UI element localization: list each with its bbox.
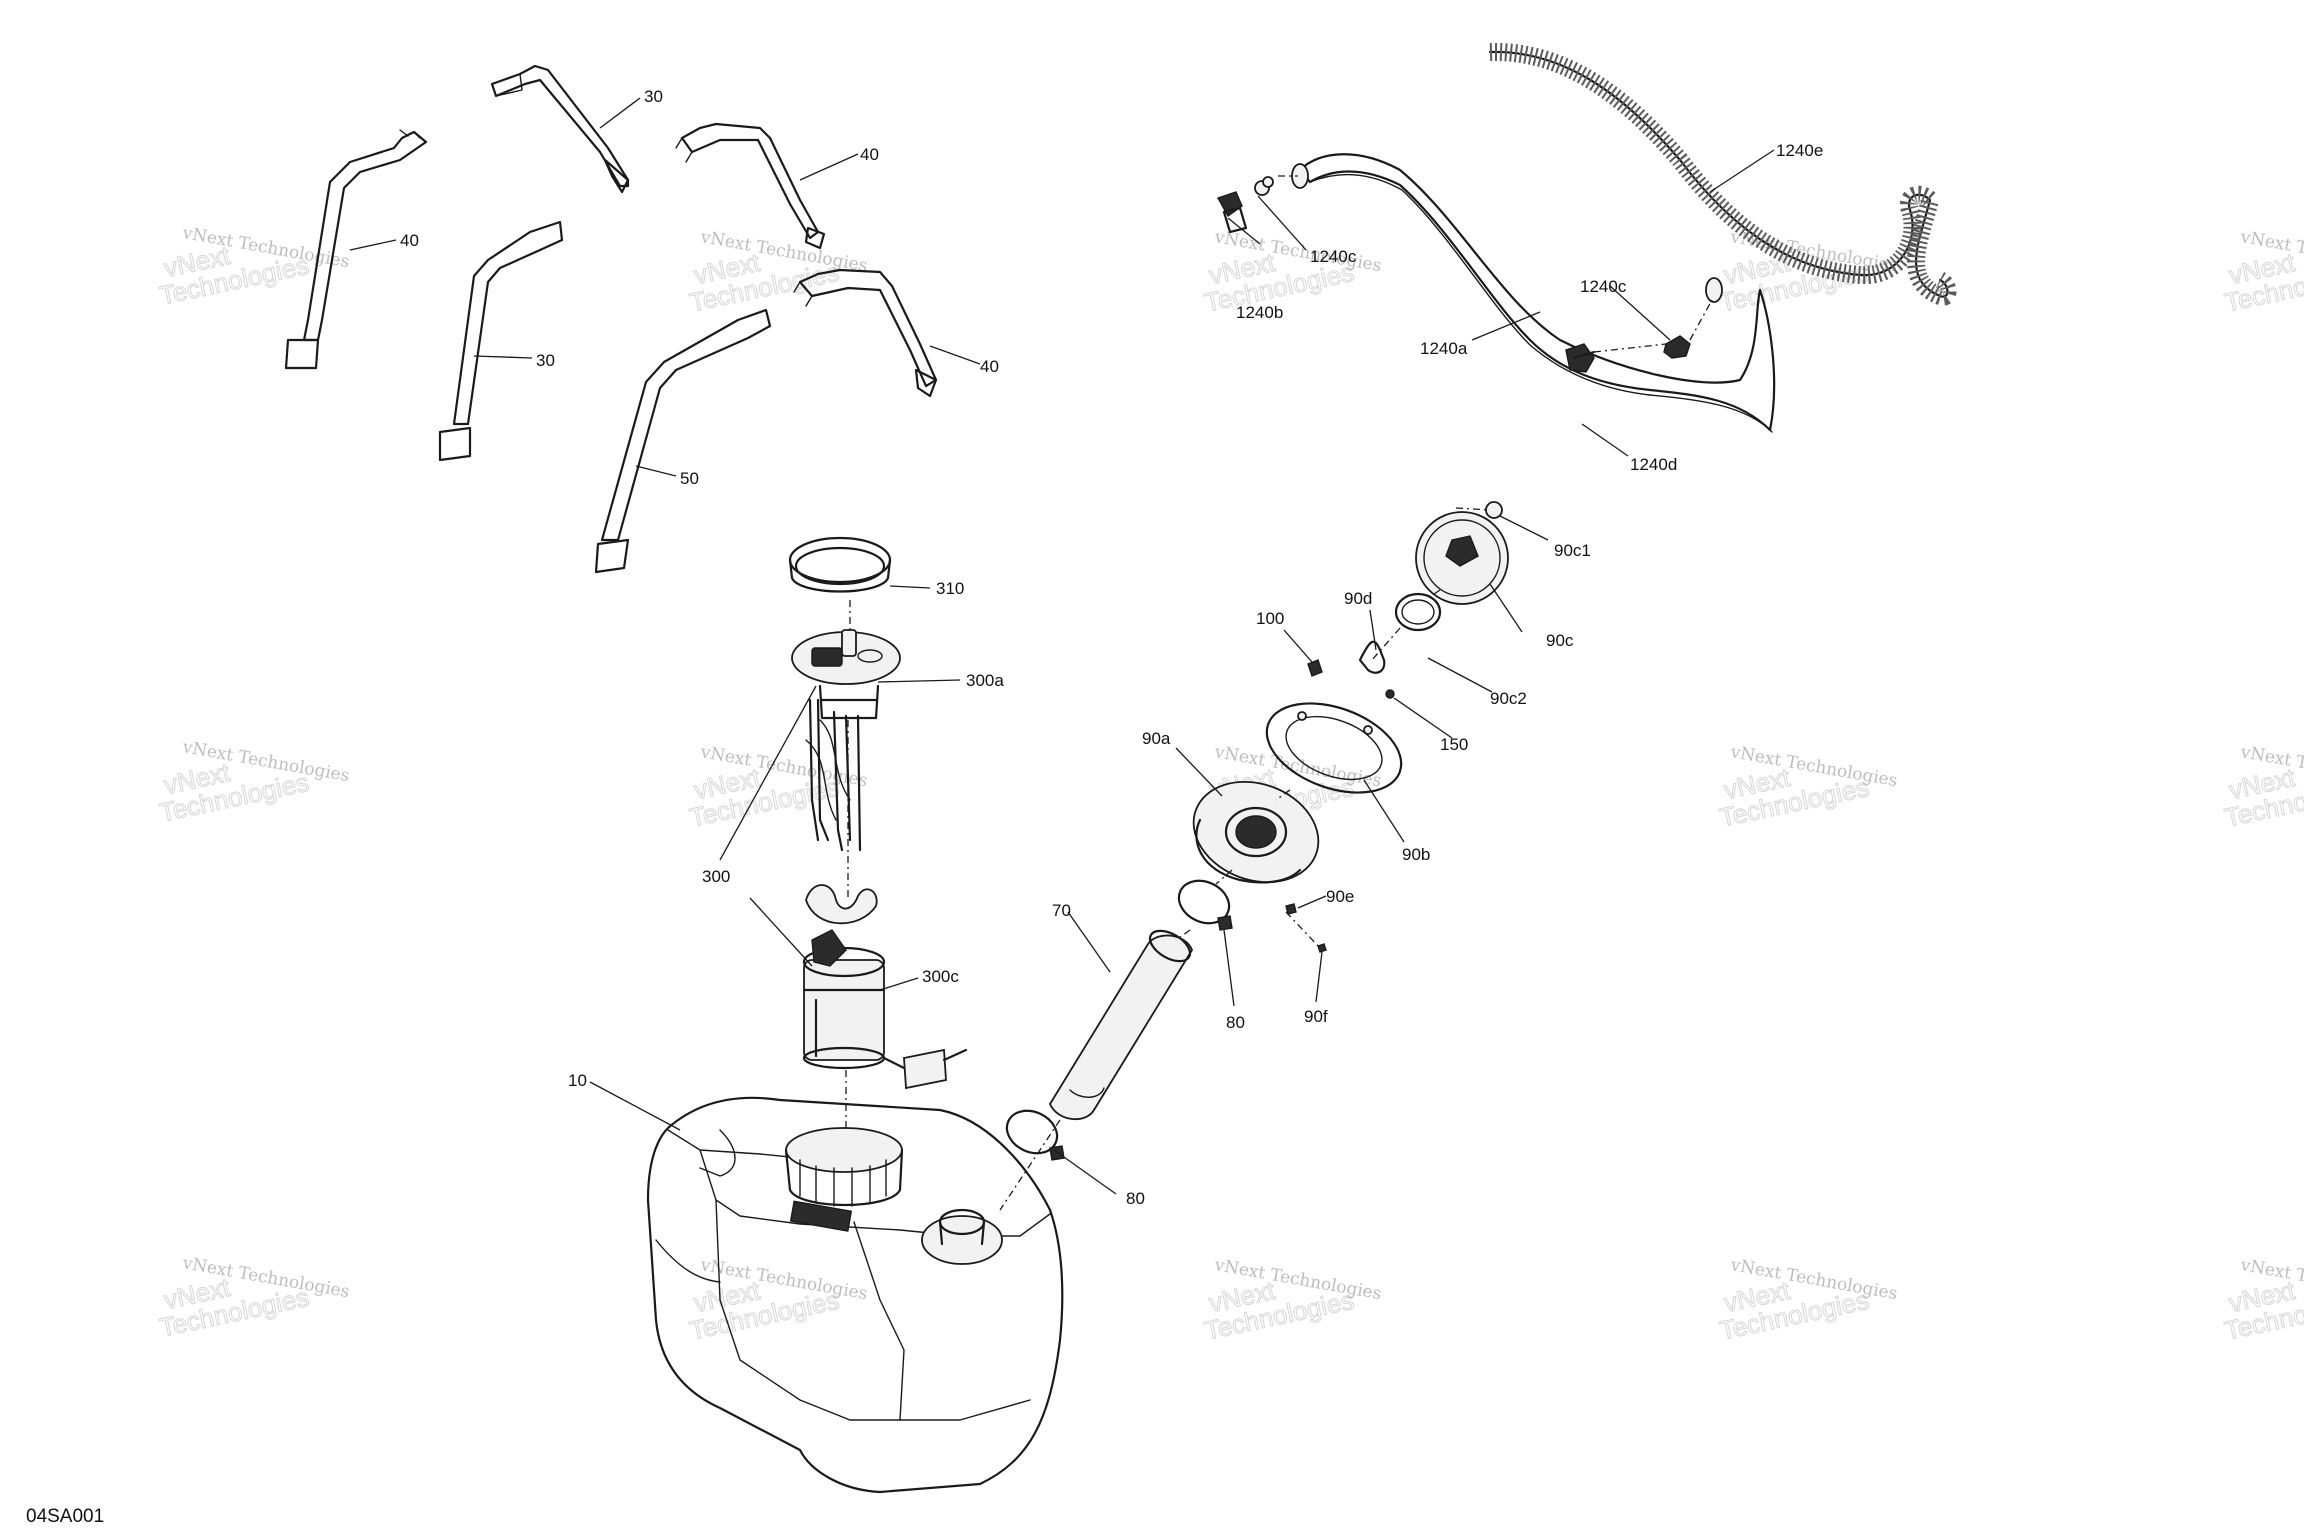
tether-90d [1358, 640, 1386, 674]
callout-30: 30 [536, 351, 555, 370]
hose-end [1291, 163, 1309, 189]
callout-90f: 90f [1304, 1007, 1328, 1026]
fuel-pump-300c [802, 929, 968, 1090]
callout-70: 70 [1052, 901, 1071, 920]
callout-1240d: 1240d [1630, 455, 1677, 474]
callout-150: 150 [1440, 735, 1468, 754]
fitting-1240c [1663, 335, 1691, 359]
callout-1240c: 1240c [1310, 247, 1357, 266]
gasket-90c2 [1394, 592, 1442, 632]
fuel-pump-wires [805, 698, 862, 852]
callout-300a: 300a [966, 671, 1004, 690]
fuel-pump-seal [805, 884, 878, 925]
callout-300: 300 [702, 867, 730, 886]
screws-90e-90f [1285, 903, 1327, 953]
callout-30: 30 [644, 87, 663, 106]
tank-filler-port [921, 1215, 1003, 1265]
clamp-80-upper [1177, 879, 1233, 931]
callout-40: 40 [400, 231, 419, 250]
callout-90c: 90c [1546, 631, 1574, 650]
strap-40-left [284, 129, 428, 370]
strap-30-mid [438, 220, 564, 462]
leader-lines [349, 97, 1775, 1195]
tank-pump-collar [785, 1127, 903, 1173]
vent-hose-1240a [1291, 153, 1776, 433]
assembly-axes [845, 175, 1713, 1211]
callout-40: 40 [980, 357, 999, 376]
callout-300c: 300c [922, 967, 959, 986]
callout-labels: 30 40 40 40 30 50 1240e 1240c 1240b 1240… [400, 87, 1823, 1208]
callout-90e: 90e [1326, 887, 1354, 906]
callout-80: 80 [1126, 1189, 1145, 1208]
tank-label [789, 1200, 853, 1232]
filler-neck-90a [1192, 780, 1320, 884]
callout-90c1: 90c1 [1554, 541, 1591, 560]
strap-40-right [793, 268, 938, 398]
strap-50 [594, 308, 772, 574]
diagram-code: 04SA001 [26, 1506, 104, 1527]
filler-hose-70 [1048, 929, 1193, 1120]
fitting-1240b [1216, 176, 1274, 234]
callout-90b: 90b [1402, 845, 1430, 864]
callout-100: 100 [1256, 609, 1284, 628]
strap-40-mid [675, 122, 826, 250]
callout-1240e: 1240e [1776, 141, 1823, 160]
callout-310: 310 [936, 579, 964, 598]
fuel-pump-flange-300a [791, 629, 901, 720]
hose-end [1705, 277, 1723, 303]
lock-ring-310 [788, 536, 892, 593]
strap-30-top [490, 64, 630, 194]
fitting-1240d [1565, 343, 1596, 373]
callout-1240a: 1240a [1420, 339, 1468, 358]
callout-90d: 90d [1344, 589, 1372, 608]
callout-80: 80 [1226, 1013, 1245, 1032]
callout-1240b: 1240b [1236, 303, 1283, 322]
bezel-90b [1265, 702, 1403, 794]
callout-90a: 90a [1142, 729, 1171, 748]
screw-100 [1307, 659, 1323, 677]
screw-150 [1385, 689, 1395, 699]
callout-40: 40 [860, 145, 879, 164]
callout-50: 50 [680, 469, 699, 488]
callout-1240c: 1240c [1580, 277, 1627, 296]
cap-90c [1415, 501, 1509, 605]
callout-90c2: 90c2 [1490, 689, 1527, 708]
fuel-tank-10 [646, 1096, 1064, 1494]
clamp-80-lower [1005, 1109, 1065, 1161]
vent-hose-1240e [1488, 42, 1957, 306]
callout-10: 10 [568, 1071, 587, 1090]
